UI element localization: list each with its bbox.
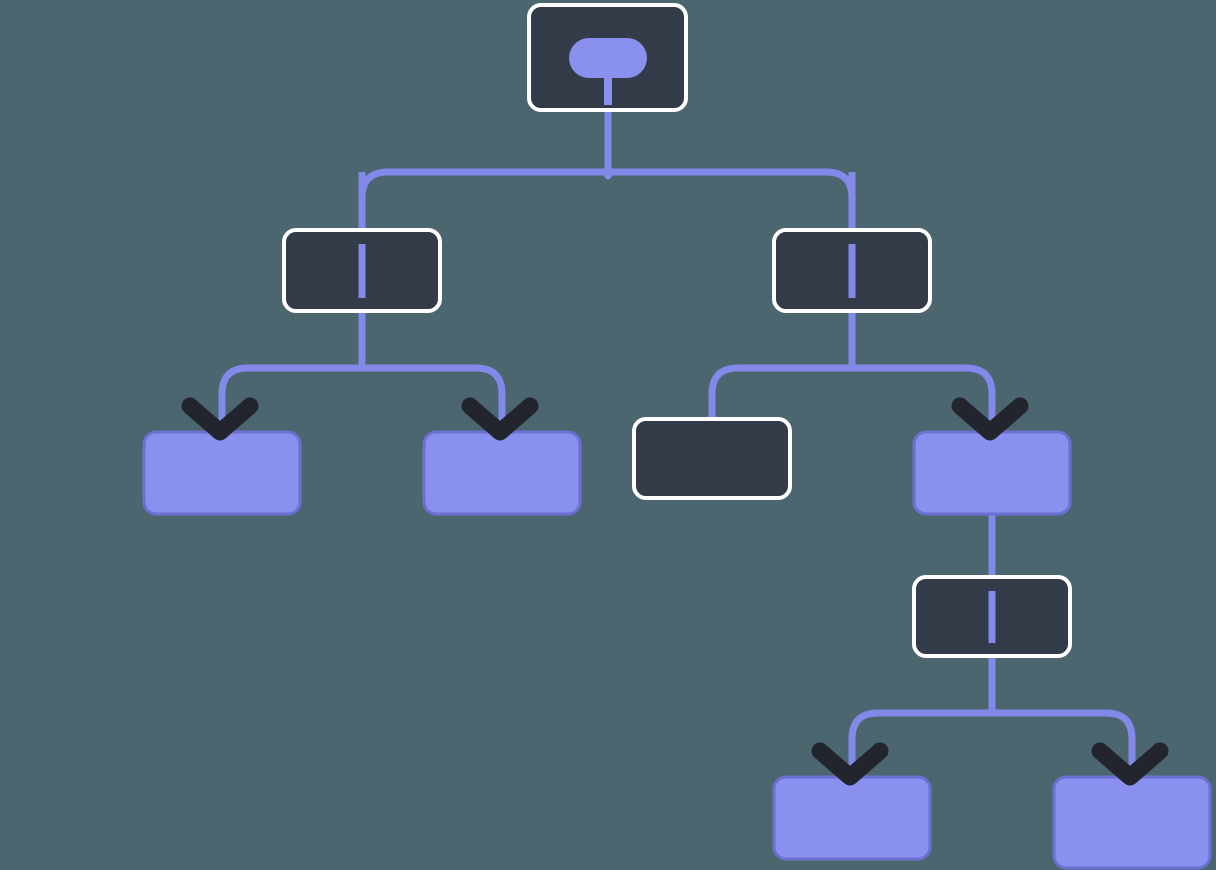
edge-branch-right-to-node-purple-4 xyxy=(848,309,996,434)
edge-branch-deep-to-leaf-6 xyxy=(988,654,1136,779)
dark-node-body[interactable] xyxy=(632,417,792,500)
arrowhead-node-purple-4 xyxy=(951,397,1029,441)
arrowhead-leaf-5 xyxy=(811,742,889,786)
arrowhead-leaf-1 xyxy=(181,397,259,441)
node-node-dark-3[interactable] xyxy=(632,417,792,500)
root-node-glyph xyxy=(569,38,647,105)
edge-branch-deep-to-leaf-5 xyxy=(848,654,996,779)
edge-branch-left-to-leaf-2 xyxy=(358,309,506,434)
arrowhead-leaf-2 xyxy=(461,397,539,441)
root-glyph-pill xyxy=(569,38,647,78)
edge-branch-right-to-node-dark-3 xyxy=(708,309,856,421)
edge-branch-left-to-leaf-1 xyxy=(218,309,366,434)
arrowhead-leaf-6 xyxy=(1091,742,1169,786)
